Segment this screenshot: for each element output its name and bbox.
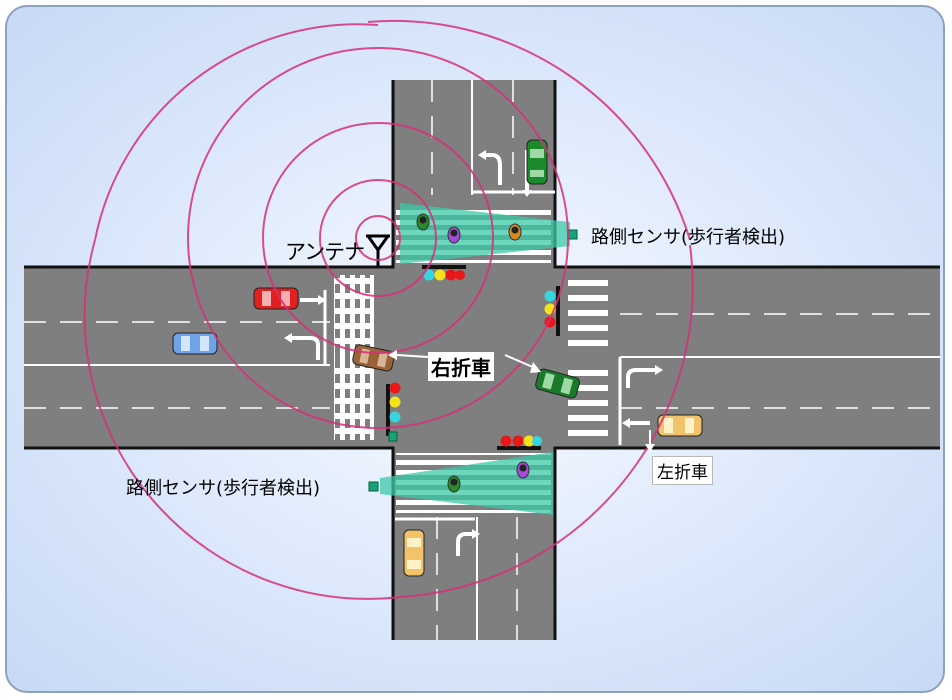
sensor-label-southwest: 路側センサ(歩行者検出) xyxy=(126,478,321,499)
turn-arrow-icon xyxy=(292,150,655,556)
radio-wave-rings xyxy=(83,19,694,600)
antenna-icon xyxy=(366,234,390,266)
right-turn-label: 右折車 xyxy=(428,352,494,381)
right-turn-arrow-icon xyxy=(396,354,536,369)
traffic-signal-icon xyxy=(386,265,560,450)
left-turn-label: 左折車 xyxy=(652,456,713,485)
sensor-beam-southwest xyxy=(368,452,553,515)
sensor-label-northeast: 路側センサ(歩行者検出) xyxy=(591,227,786,248)
pedestrian-icon xyxy=(416,213,530,493)
car-icon xyxy=(172,139,703,577)
antenna-label: アンテナ xyxy=(285,240,365,264)
